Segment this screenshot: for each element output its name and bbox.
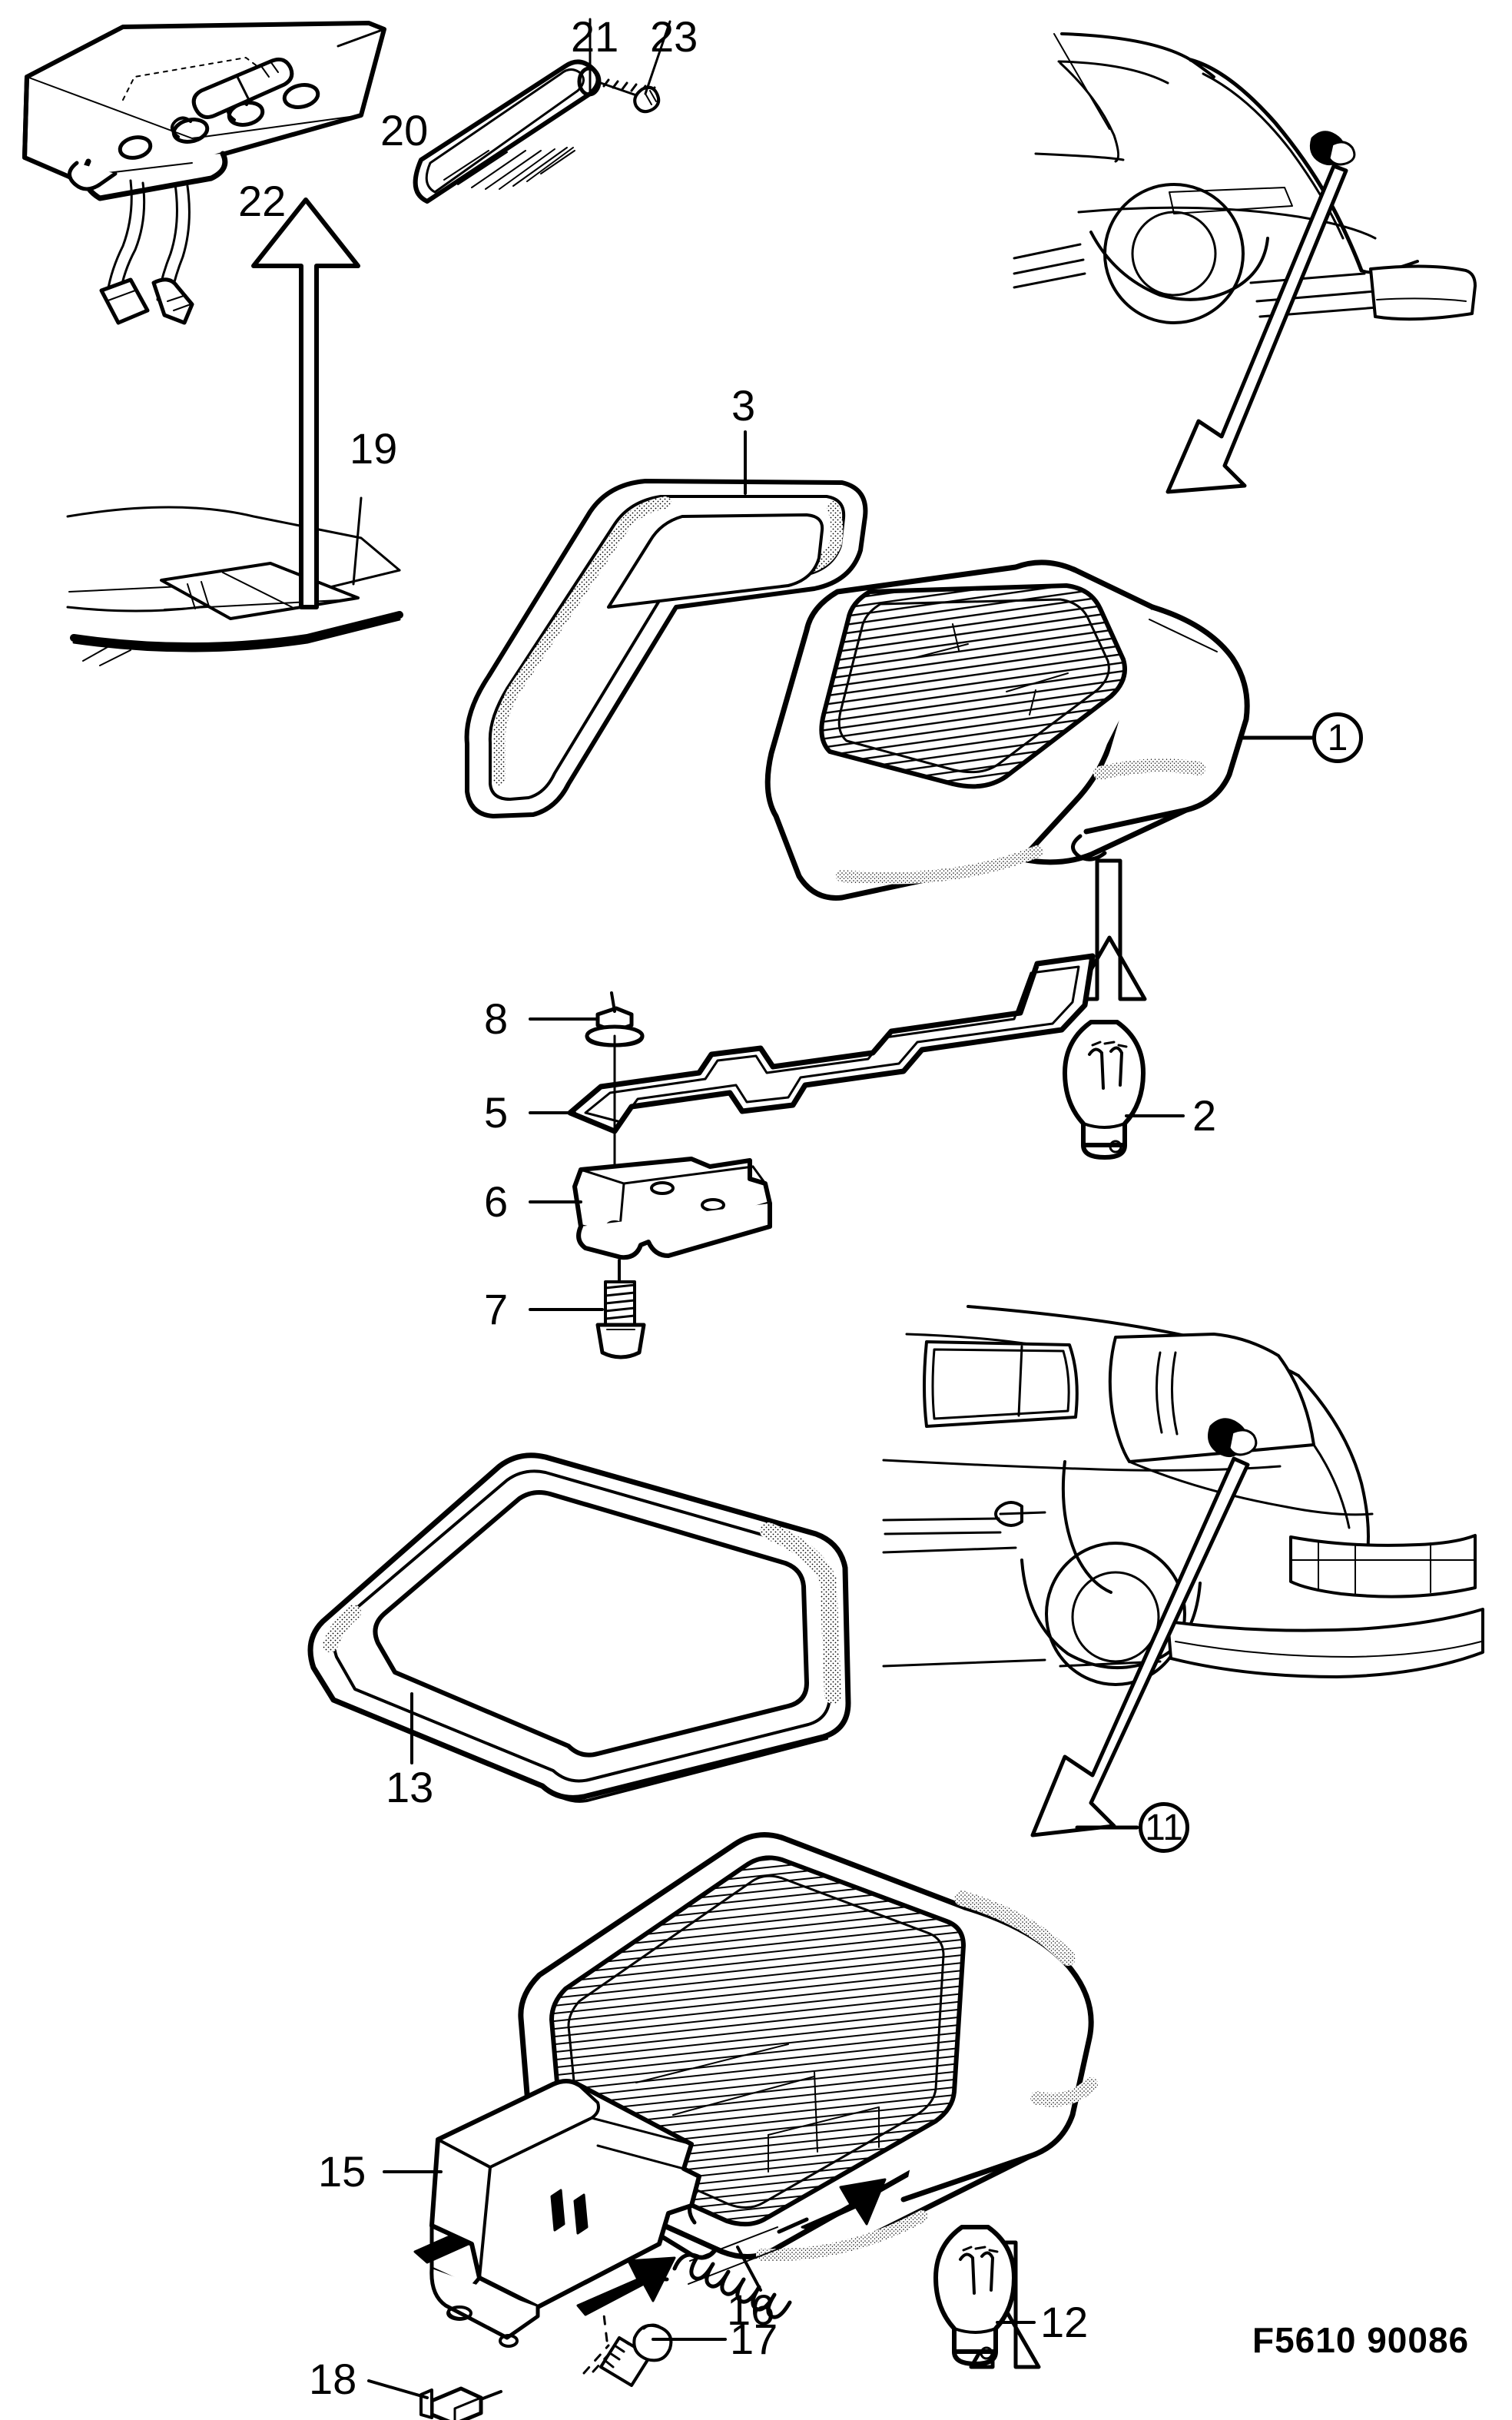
sedan-rear-quarter-view — [882, 1305, 1484, 1837]
trim-panel-detail-19 — [66, 198, 403, 666]
nut-18 — [367, 2379, 502, 2420]
bulb-22 — [191, 57, 294, 119]
callout-22: 22 — [238, 177, 287, 225]
screw-17 — [582, 2313, 727, 2387]
callout-1: 1 — [1312, 712, 1363, 763]
callout-18: 18 — [309, 2355, 357, 2403]
screw-7 — [529, 1259, 646, 1359]
lamp-assembly-1 — [764, 559, 1315, 1001]
callout-2: 2 — [1192, 1091, 1217, 1140]
bracket-plate-6 — [529, 1157, 772, 1260]
spring-16 — [576, 2178, 887, 2319]
reflector-21 — [413, 18, 602, 204]
hatchback-rear-quarter-view — [1013, 32, 1477, 494]
callout-13: 13 — [386, 1763, 434, 1811]
callout-1-label: 1 — [1327, 717, 1348, 759]
callout-15: 15 — [318, 2147, 366, 2196]
gasket-13 — [307, 1452, 851, 1803]
bracket-cover-15 — [383, 2079, 701, 2348]
bulb-12 — [933, 2225, 1036, 2366]
callout-11: 11 — [1139, 1802, 1189, 1853]
screw-23 — [599, 20, 671, 114]
callout-6: 6 — [484, 1177, 509, 1226]
callout-17: 17 — [730, 2315, 778, 2363]
callout-20: 20 — [380, 106, 429, 154]
bulb-2 — [1063, 1020, 1185, 1160]
callout-23: 23 — [650, 12, 698, 61]
callout-12: 12 — [1040, 2298, 1089, 2346]
figure-code: F5610 90086 — [1252, 2320, 1470, 2360]
callout-19: 19 — [350, 424, 398, 473]
callout-21: 21 — [571, 12, 619, 61]
gasket-3 — [464, 430, 868, 818]
callout-5: 5 — [484, 1088, 509, 1137]
callout-11-label: 11 — [1145, 1807, 1183, 1848]
callout-8: 8 — [484, 994, 509, 1043]
nut-8 — [529, 991, 645, 1228]
callout-3: 3 — [731, 381, 756, 430]
lamp-unit-top-left — [22, 21, 386, 325]
callout-16: 16 — [727, 2286, 775, 2334]
gasket-frame-5 — [529, 953, 1096, 1134]
callout-7: 7 — [484, 1285, 509, 1333]
